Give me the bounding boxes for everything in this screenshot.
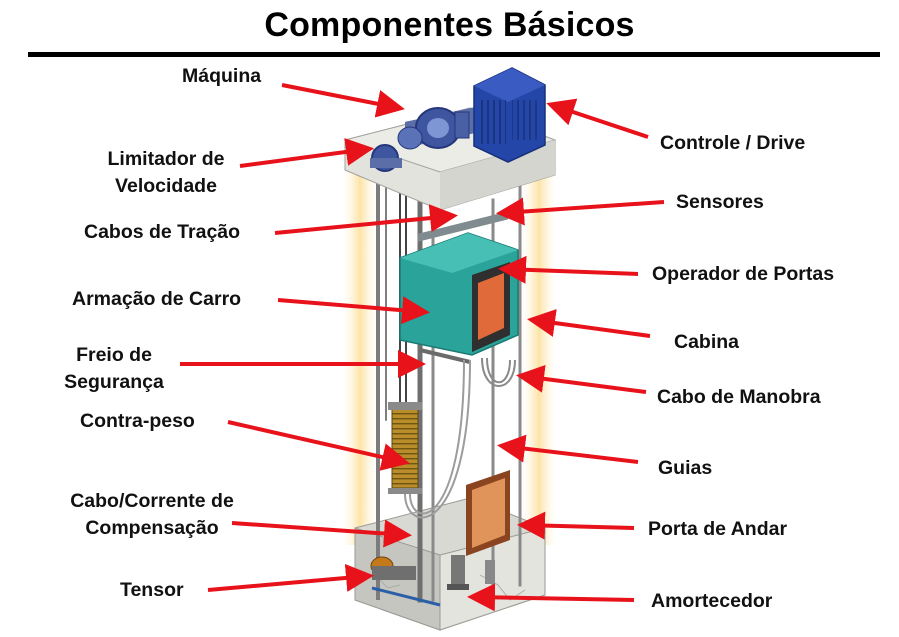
label-guias: Guias	[658, 457, 713, 479]
arrow-guias	[497, 434, 639, 464]
arrow-contrapeso	[227, 420, 410, 471]
arrow-cabos-tracao	[274, 204, 458, 235]
label-cabina: Cabina	[674, 331, 740, 353]
label-freio-line1: Freio de	[76, 344, 152, 366]
arrow-sensores	[496, 197, 665, 226]
arrow-porta-andar	[517, 511, 635, 540]
label-limitador-de-velocidade: Limitador de Velocidade	[92, 146, 240, 200]
label-maquina: Máquina	[182, 65, 262, 87]
label-limitador-line2: Velocidade	[115, 175, 217, 197]
label-limitador-line1: Limitador de	[107, 148, 225, 170]
landing-door	[466, 470, 510, 556]
label-cabos-de-tracao: Cabos de Tração	[84, 221, 241, 243]
label-sensores: Sensores	[676, 191, 764, 213]
arrow-armacao	[277, 296, 430, 325]
callout-arrows	[180, 83, 665, 612]
label-freio-de-seguranca: Freio de Segurança	[50, 342, 178, 396]
arrow-manobra	[516, 364, 647, 394]
counterweight	[388, 402, 422, 494]
label-freio-line2: Segurança	[64, 371, 164, 393]
label-amortecedor: Amortecedor	[651, 590, 773, 612]
arrow-limitador	[239, 138, 374, 168]
pit-equipment	[370, 555, 495, 607]
arrow-compensacao	[231, 519, 412, 548]
car-frame	[399, 211, 519, 364]
label-armacao-de-carro: Armação de Carro	[72, 288, 242, 310]
label-compensacao-line1: Cabo/Corrente de	[70, 490, 234, 512]
label-cabo-de-manobra: Cabo de Manobra	[657, 386, 821, 408]
label-compensacao-line2: Compensação	[85, 517, 219, 539]
title-underline	[28, 52, 880, 57]
controller-cabinet	[473, 67, 546, 163]
arrow-amortecedor	[467, 583, 635, 612]
traction-machine	[397, 105, 480, 150]
page-title: Componentes Básicos	[264, 6, 635, 44]
arrow-cabina	[527, 309, 651, 338]
arrow-tensor	[207, 563, 374, 592]
label-cabo-corrente-de-compensacao: Cabo/Corrente de Compensação	[52, 488, 252, 542]
traveling-cable	[481, 357, 516, 387]
label-contra-peso: Contra-peso	[80, 410, 195, 432]
label-controle-drive: Controle / Drive	[660, 132, 806, 154]
label-tensor: Tensor	[120, 579, 184, 601]
arrow-operador	[498, 255, 639, 284]
compensation-chain	[404, 359, 471, 519]
arrow-maquina	[281, 83, 405, 118]
label-porta-de-andar: Porta de Andar	[648, 518, 788, 540]
arrow-controle	[546, 98, 649, 139]
shaft-glow	[343, 165, 556, 545]
label-operador-de-portas: Operador de Portas	[652, 263, 835, 285]
